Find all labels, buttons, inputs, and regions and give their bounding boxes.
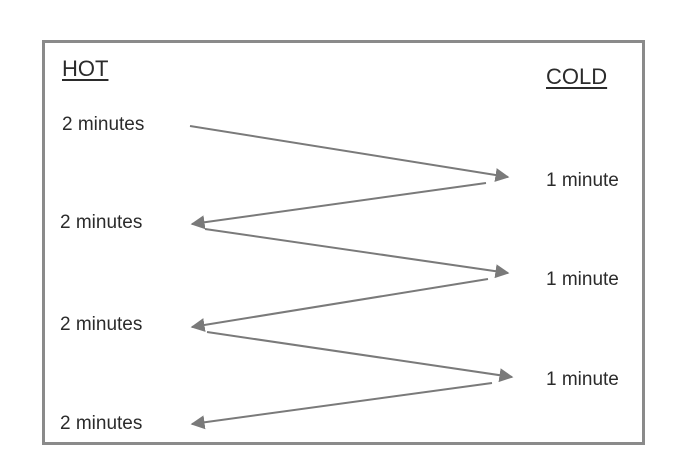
cold-step-1: 1 minute bbox=[546, 170, 619, 191]
hot-step-2: 2 minutes bbox=[60, 212, 143, 233]
arrow-cold3-to-hot4 bbox=[190, 382, 493, 430]
diagram-frame bbox=[42, 40, 645, 445]
arrow-hot2-to-cold2 bbox=[204, 228, 510, 279]
hot-step-3: 2 minutes bbox=[60, 314, 143, 335]
cold-step-3: 1 minute bbox=[546, 369, 619, 390]
hot-heading: HOT bbox=[62, 56, 109, 81]
hot-step-4: 2 minutes bbox=[60, 413, 143, 434]
arrow-hot3-to-cold3 bbox=[206, 331, 514, 383]
arrow-cold1-to-hot2 bbox=[190, 182, 487, 230]
arrow-hot1-to-cold1 bbox=[189, 125, 510, 182]
cold-heading: COLD bbox=[546, 64, 608, 89]
hot-step-1: 2 minutes bbox=[62, 114, 145, 135]
arrow-cold2-to-hot3 bbox=[190, 278, 489, 332]
cold-step-2: 1 minute bbox=[546, 269, 619, 290]
